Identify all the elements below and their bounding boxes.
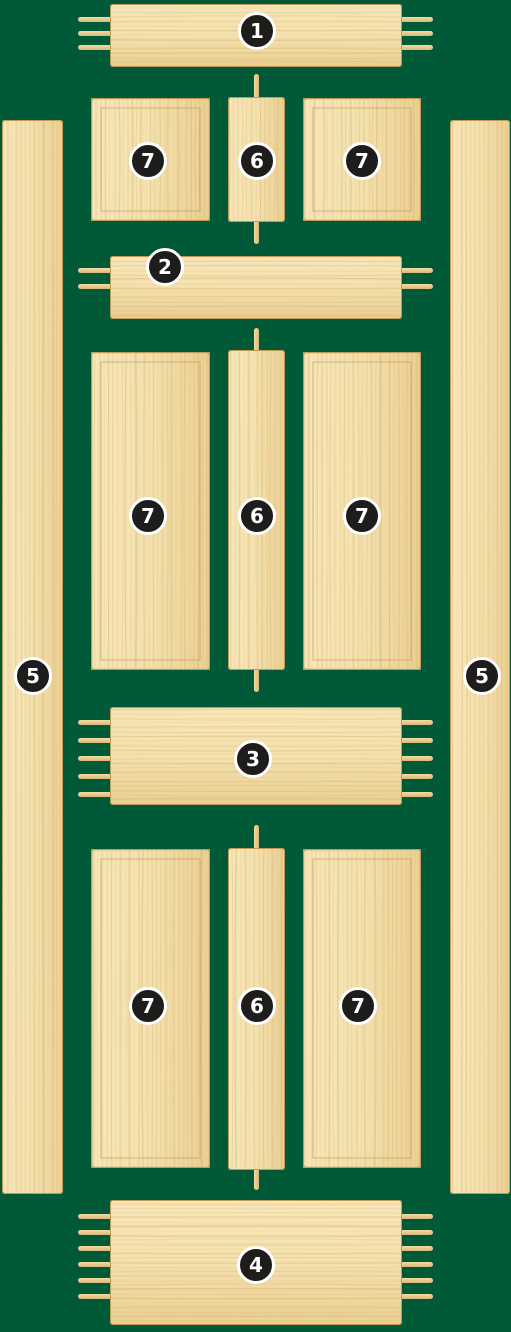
label-panel: 7	[129, 142, 167, 180]
label-panel: 7	[343, 142, 381, 180]
label-panel: 7	[343, 497, 381, 535]
label-stile: 5	[14, 657, 52, 695]
label-bottom-rail: 4	[237, 1246, 275, 1284]
label-lock-rail: 2	[146, 248, 184, 286]
label-top-rail: 1	[238, 12, 276, 50]
label-middle-rail: 3	[234, 740, 272, 778]
label-mullion: 6	[238, 497, 276, 535]
label-panel: 7	[129, 497, 167, 535]
label-mullion: 6	[238, 987, 276, 1025]
label-panel: 7	[129, 987, 167, 1025]
label-panel: 7	[339, 987, 377, 1025]
label-stile: 5	[463, 657, 501, 695]
label-mullion: 6	[238, 142, 276, 180]
